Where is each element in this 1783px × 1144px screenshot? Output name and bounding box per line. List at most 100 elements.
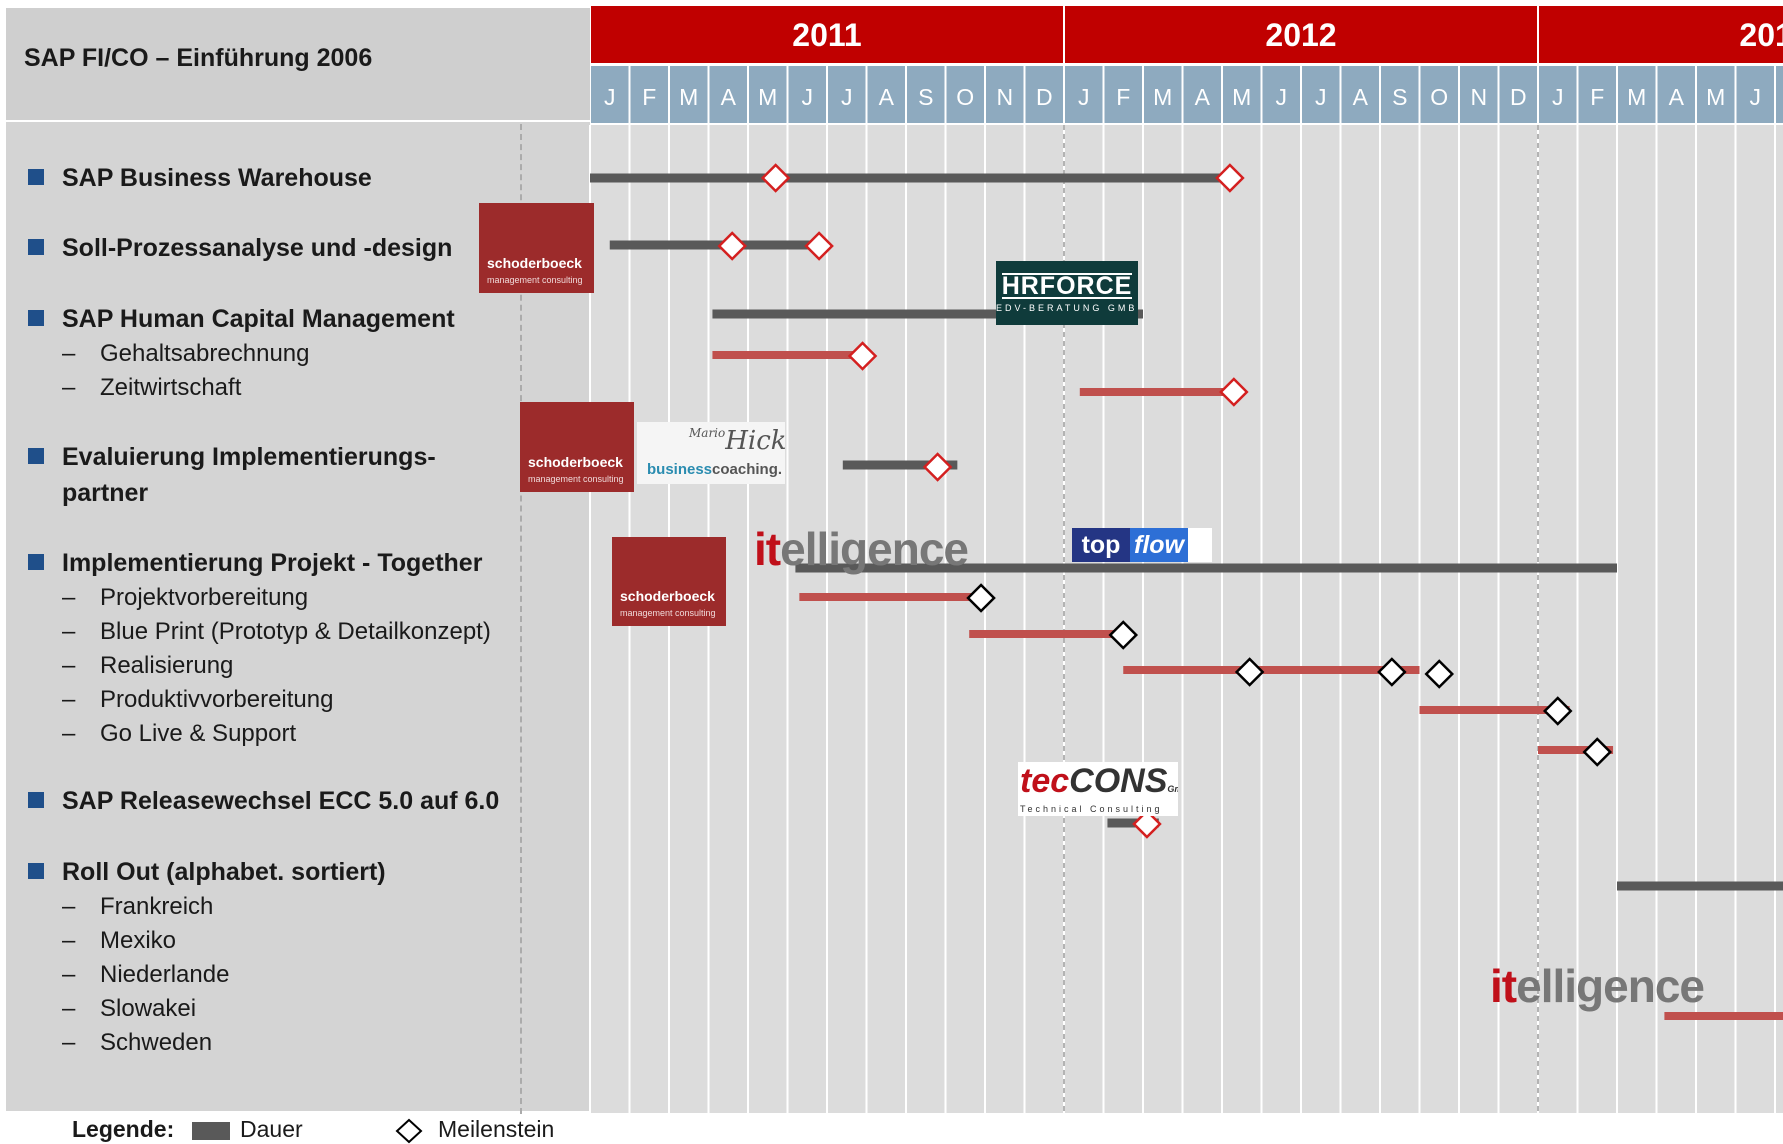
year-header-cell — [591, 6, 1063, 63]
month-label: S — [918, 84, 933, 110]
milestone-diamond — [966, 583, 996, 613]
month-header-cell — [907, 66, 945, 123]
hrforce-logo: HRFORCE EDV-BERATUNG GMBH — [996, 261, 1138, 325]
month-label: M — [1706, 84, 1725, 110]
subtask-label: Schweden — [100, 1029, 213, 1056]
legend-milestone-label: Meilenstein — [438, 1116, 555, 1142]
bullet-square-icon — [28, 792, 44, 808]
month-header-cell — [1460, 66, 1498, 123]
month-header-cell — [1223, 66, 1261, 123]
year-header-cell — [1065, 6, 1537, 63]
month-header-cell — [946, 66, 984, 123]
dash-bullet-icon: – — [62, 720, 76, 747]
milestone-diamond — [1234, 657, 1265, 687]
month-header-cell — [1144, 66, 1182, 123]
month-label: M — [679, 84, 698, 110]
month-header-cell — [1183, 66, 1221, 123]
legend-duration-swatch — [192, 1122, 230, 1140]
milestone-diamond — [717, 231, 747, 261]
month-header-cell — [1499, 66, 1537, 123]
subtask-label: Blue Print (Prototyp & Detailkonzept) — [100, 618, 491, 645]
month-label: N — [996, 84, 1013, 110]
dash-bullet-icon: – — [62, 995, 76, 1022]
bullet-square-icon — [28, 554, 44, 570]
month-label: J — [1315, 84, 1327, 110]
month-label: J — [802, 84, 814, 110]
dash-bullet-icon: – — [62, 927, 76, 954]
duration-bar — [712, 309, 1143, 319]
task-label: Implementierung Projekt - Together — [62, 549, 483, 577]
month-label: A — [879, 84, 895, 110]
month-label: J — [604, 84, 616, 110]
title-area: SAP FI/CO – Einführung 2006 — [6, 8, 590, 122]
month-label: J — [1276, 84, 1288, 110]
subtask-duration-bar — [712, 351, 859, 359]
dash-bullet-icon: – — [62, 652, 76, 679]
month-header-cell — [1539, 66, 1577, 123]
subtask-duration-bar — [1664, 1012, 1783, 1020]
milestone-diamond — [1542, 696, 1573, 726]
dash-bullet-icon: – — [62, 961, 76, 988]
dash-bullet-icon: – — [62, 893, 76, 920]
legend-title: Legende: — [72, 1116, 175, 1142]
duration-bar — [795, 563, 1617, 573]
legend-duration-label: Dauer — [240, 1116, 303, 1142]
dash-bullet-icon: – — [62, 618, 76, 645]
month-label: A — [1669, 84, 1685, 110]
month-header-cell — [709, 66, 747, 123]
month-header-cell — [630, 66, 668, 123]
milestone-diamond — [1377, 657, 1407, 687]
task-label: Soll-Prozessanalyse und -design — [62, 234, 453, 262]
year-label: 2011 — [792, 17, 861, 53]
milestone-diamond — [1215, 163, 1245, 193]
subtask-label: Gehaltsabrechnung — [100, 340, 310, 367]
subtask-duration-bar — [1079, 388, 1234, 396]
subtask-label: Go Live & Support — [100, 720, 297, 747]
dash-bullet-icon: – — [62, 340, 76, 367]
month-header-cell — [670, 66, 708, 123]
month-label: O — [1430, 84, 1448, 110]
duration-bar — [590, 173, 1222, 183]
milestone-diamond — [760, 163, 791, 193]
month-label: M — [1153, 84, 1172, 110]
task-label: SAP Human Capital Management — [62, 305, 455, 333]
schoderboeck-logo-1: schoderboeck management consulting — [479, 203, 594, 293]
subtask-duration-bar — [799, 593, 982, 601]
subtask-label: Frankreich — [100, 893, 214, 920]
dash-bullet-icon: – — [62, 1029, 76, 1056]
bullet-square-icon — [28, 310, 44, 326]
subtask-duration-bar — [1538, 746, 1614, 754]
task-label: partner — [62, 479, 149, 507]
month-header-cell — [1341, 66, 1379, 123]
task-label: Roll Out (alphabet. sortiert) — [62, 858, 386, 886]
month-label: A — [1195, 84, 1211, 110]
month-header-cell — [867, 66, 905, 123]
task-label: SAP Business Warehouse — [62, 164, 372, 192]
month-header-cell — [788, 66, 826, 123]
month-label: M — [1232, 84, 1251, 110]
month-label: J — [1078, 84, 1090, 110]
month-label: M — [1627, 84, 1646, 110]
month-label: F — [642, 84, 656, 110]
month-header-cell — [1381, 66, 1419, 123]
year-label: 2012 — [1265, 17, 1336, 53]
duration-bar — [609, 240, 820, 250]
month-header-cell — [1302, 66, 1340, 123]
month-header-cell — [1578, 66, 1616, 123]
schoderboeck-logo-2: schoderboeck management consulting — [520, 402, 634, 492]
schoderboeck-logo-3: schoderboeck management consulting — [612, 537, 726, 626]
milestone-diamond — [1132, 809, 1162, 839]
itelligence-logo-2: itelligence — [1490, 963, 1705, 1012]
grid-background — [590, 125, 1783, 1113]
page-title: SAP FI/CO – Einführung 2006 — [24, 44, 373, 72]
dash-bullet-icon: – — [62, 584, 76, 611]
subtask-duration-bar — [1123, 666, 1420, 674]
bullet-square-icon — [28, 169, 44, 185]
panel-divider — [520, 124, 522, 1114]
month-header-cell — [591, 66, 629, 123]
subtask-duration-bar — [1419, 706, 1570, 714]
month-label: A — [721, 84, 737, 110]
task-list-panel — [6, 8, 590, 1111]
month-header-cell — [1697, 66, 1735, 123]
month-label: F — [1590, 84, 1604, 110]
